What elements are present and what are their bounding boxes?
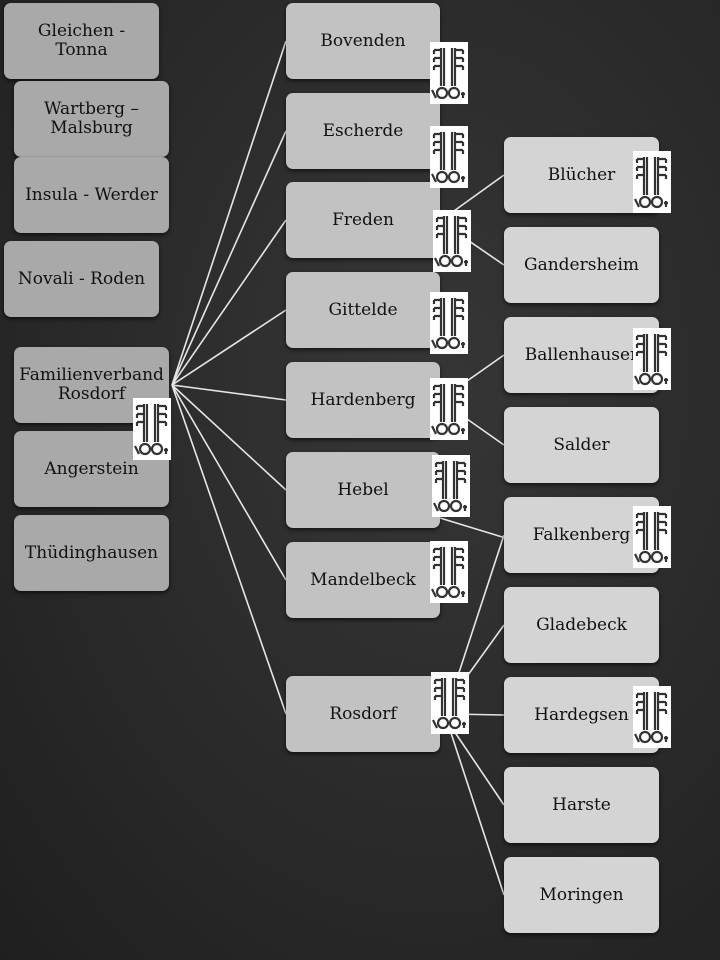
coat-of-arms-keys-icon (633, 151, 671, 213)
node-gladebeck: Gladebeck (504, 587, 659, 663)
coat-of-arms-keys-icon (430, 42, 468, 104)
node-familienverband-rosdorf: Familienverband Rosdorf (14, 347, 169, 423)
node-hebel: Hebel (286, 452, 440, 528)
coat-of-arms-keys-icon (432, 455, 470, 517)
node-gandersheim: Gandersheim (504, 227, 659, 303)
node-bovenden: Bovenden (286, 3, 440, 79)
node-freden: Freden (286, 182, 440, 258)
node-rosdorf: Rosdorf (286, 676, 440, 752)
coat-of-arms-keys-icon (430, 292, 468, 354)
coat-of-arms-keys-icon (133, 398, 171, 460)
coat-of-arms-keys-icon (433, 210, 471, 272)
coat-of-arms-keys-icon (633, 328, 671, 390)
node-wartberg-malsburg: Wartberg – Malsburg (14, 81, 169, 157)
coat-of-arms-keys-icon (430, 378, 468, 440)
node-thuedinghausen: Thüdinghausen (14, 515, 169, 591)
coat-of-arms-keys-icon (633, 686, 671, 748)
node-insula-werder: Insula - Werder (14, 157, 169, 233)
node-escherde: Escherde (286, 93, 440, 169)
node-gleichen-tonna: Gleichen - Tonna (4, 3, 159, 79)
node-gittelde: Gittelde (286, 272, 440, 348)
node-salder: Salder (504, 407, 659, 483)
node-mandelbeck: Mandelbeck (286, 542, 440, 618)
node-harste: Harste (504, 767, 659, 843)
node-moringen: Moringen (504, 857, 659, 933)
coat-of-arms-keys-icon (431, 672, 469, 734)
coat-of-arms-keys-icon (633, 506, 671, 568)
node-hardenberg: Hardenberg (286, 362, 440, 438)
coat-of-arms-keys-icon (430, 126, 468, 188)
coat-of-arms-keys-icon (430, 541, 468, 603)
node-novali-roden: Novali - Roden (4, 241, 159, 317)
